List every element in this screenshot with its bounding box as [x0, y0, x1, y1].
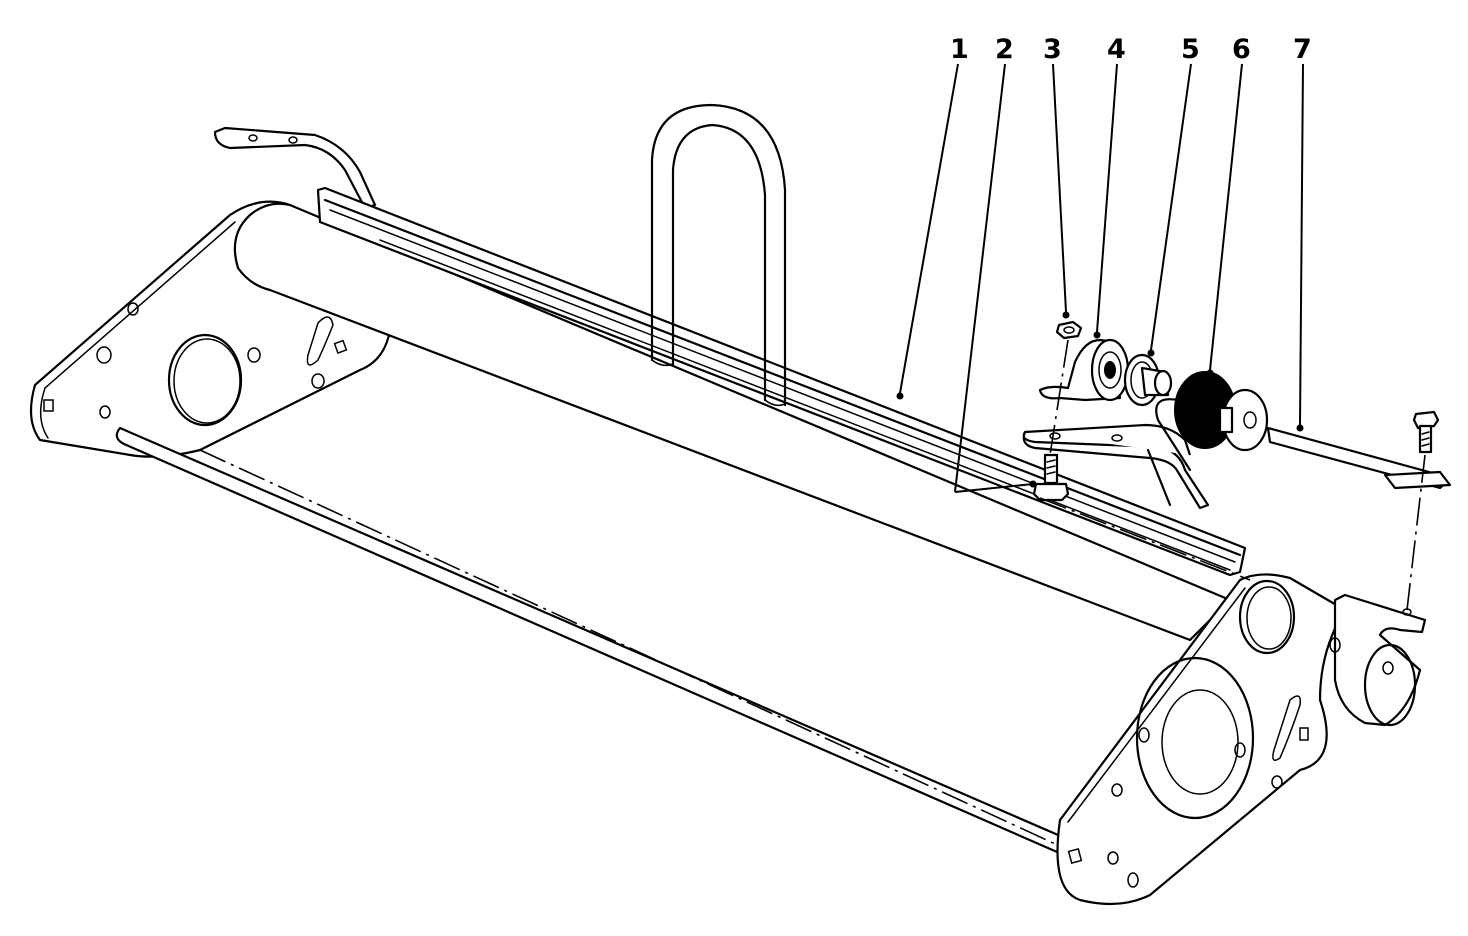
shaft-part-7 — [1266, 426, 1452, 490]
callout-7: 7 — [1293, 34, 1312, 432]
callout-label-1: 1 — [950, 34, 969, 65]
u-handle — [650, 103, 787, 407]
left-bracket — [213, 126, 377, 210]
spring-part-6 — [1155, 371, 1269, 472]
bolt-part-2 — [1032, 453, 1070, 502]
callout-label-2: 2 — [995, 34, 1014, 65]
clamp-bolt — [1412, 410, 1440, 454]
angle-rail-part-1 — [316, 186, 1247, 577]
right-side-plate — [1056, 573, 1347, 906]
callout-4: 4 — [1093, 34, 1126, 339]
callout-2: 2 — [954, 34, 1037, 493]
nut-part-3 — [1055, 320, 1083, 340]
callout-label-3: 3 — [1043, 34, 1062, 65]
left-plate-large-hole — [167, 333, 243, 427]
callout-label-5: 5 — [1181, 34, 1200, 65]
bearing-part-5 — [1123, 353, 1173, 407]
saddle-clamp — [1329, 593, 1427, 727]
callout-label-7: 7 — [1293, 34, 1312, 65]
bottom-rod — [115, 426, 1091, 864]
callout-5: 5 — [1147, 34, 1200, 357]
callout-6: 6 — [1206, 34, 1251, 377]
bearing-housing-part-4 — [1038, 338, 1130, 402]
callout-label-6: 6 — [1232, 34, 1251, 65]
callout-1: 1 — [896, 34, 969, 400]
callouts: 1 2 3 4 5 6 7 — [896, 34, 1312, 493]
callout-3: 3 — [1043, 34, 1070, 319]
roller-tube — [233, 202, 1232, 642]
assembly-centerlines — [1039, 339, 1426, 611]
right-plate-large-hole — [1135, 656, 1255, 820]
spring-bracket — [1022, 423, 1210, 510]
callout-label-4: 4 — [1107, 34, 1126, 65]
